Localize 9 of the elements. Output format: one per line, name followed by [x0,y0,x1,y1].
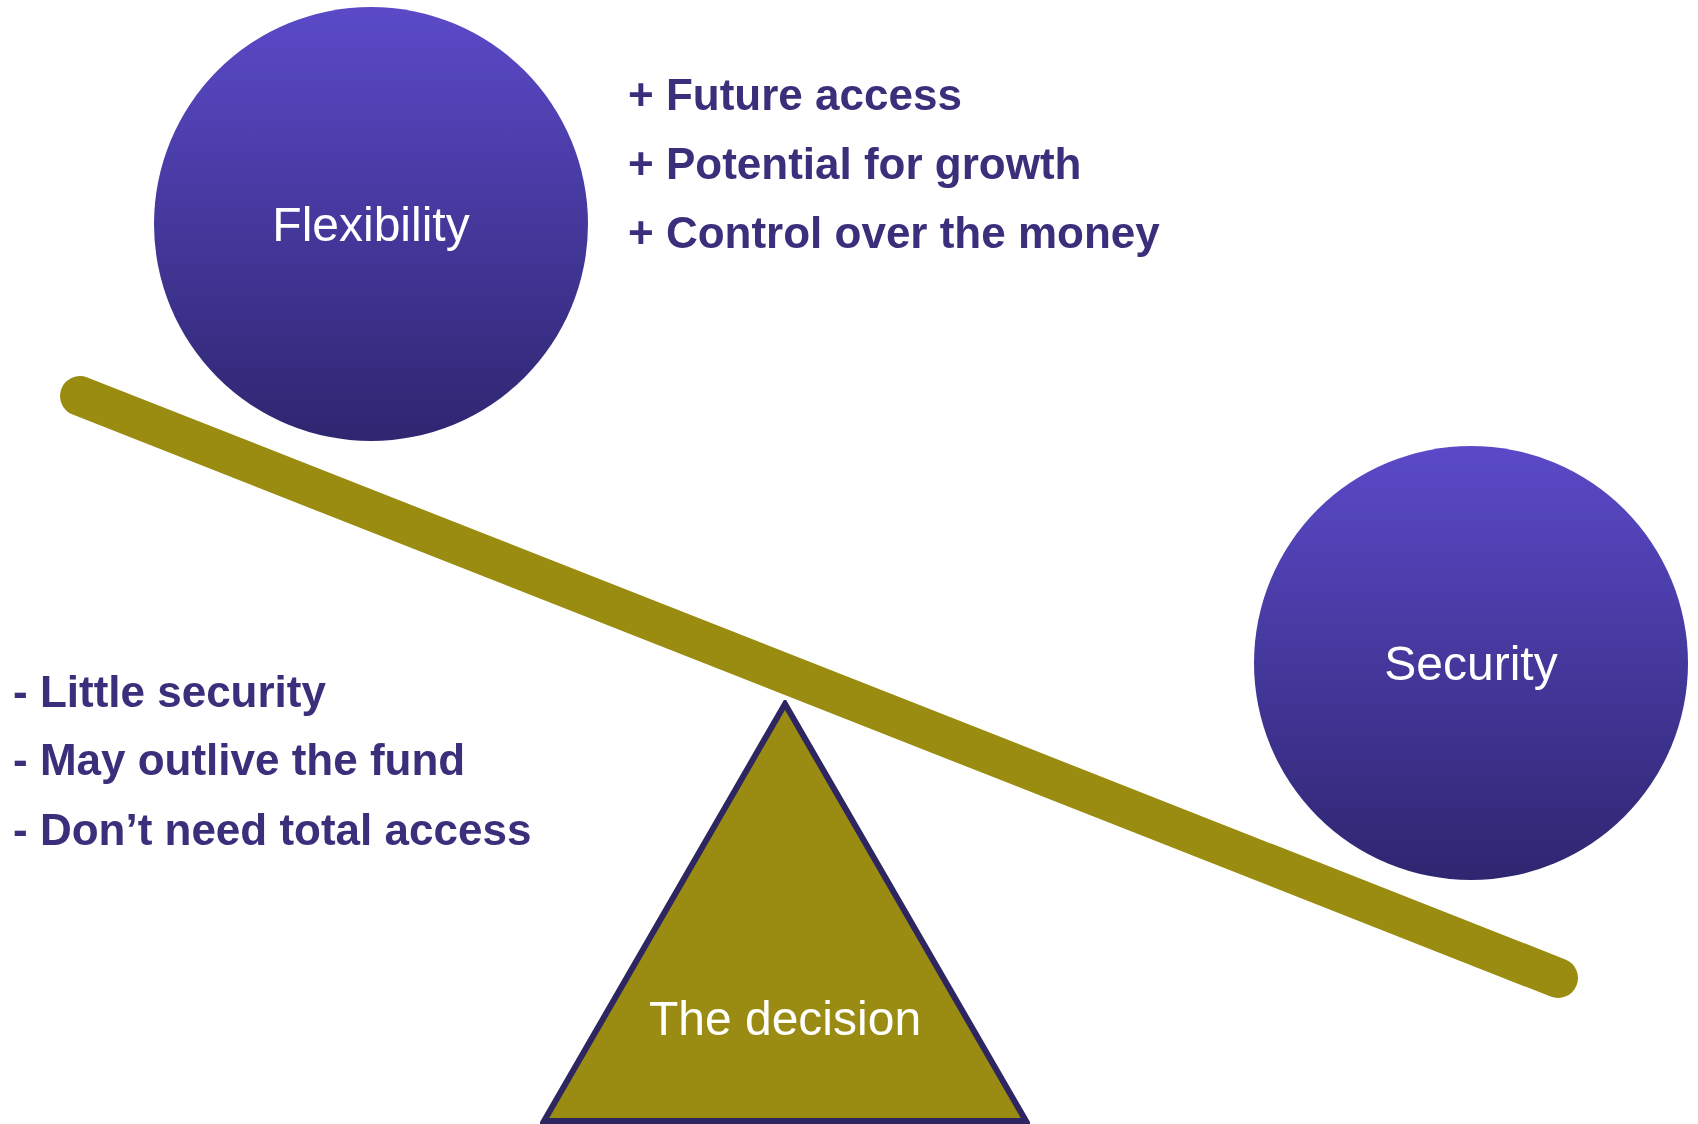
list-item: - May outlive the fund [13,735,466,785]
list-item: - Little security [13,667,326,717]
list-item: + Future access [628,70,962,120]
list-item: + Potential for growth [628,139,1082,189]
node-label: Flexibility [272,196,470,252]
node-label: Security [1384,635,1558,691]
list-item: + Control over the money [628,208,1160,258]
list-item: - Don’t need total access [13,805,532,855]
node-label: The decision [648,991,922,1046]
